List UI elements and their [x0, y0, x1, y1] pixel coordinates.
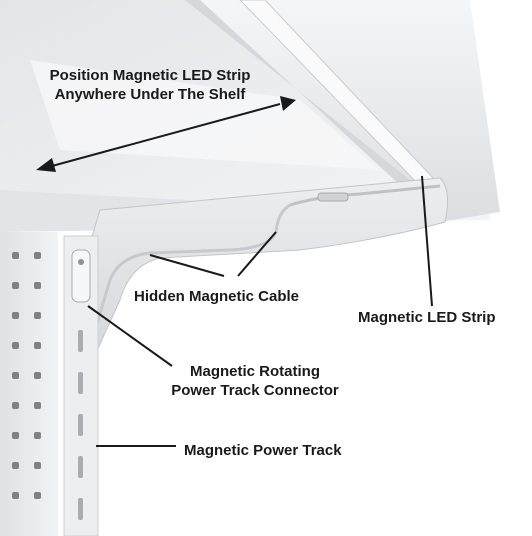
upright-slot: [78, 372, 83, 394]
pegboard-hole: [34, 432, 41, 439]
cable-pointer-left: [149, 254, 225, 277]
cable-connector: [317, 192, 349, 202]
pegboard-hole: [12, 432, 19, 439]
hidden-cable-label: Hidden Magnetic Cable: [134, 288, 300, 305]
pegboard-panel: [0, 232, 58, 536]
pegboard-holes: [12, 252, 41, 499]
pegboard-hole: [12, 462, 19, 469]
rotating-connector-label: Magnetic Rotating Power Track Connector: [171, 363, 339, 399]
upright-slot: [78, 498, 83, 520]
annotation-lines: [51, 103, 433, 447]
pegboard-hole: [34, 342, 41, 349]
pegboard-hole: [34, 492, 41, 499]
cable-pointer-right: [237, 231, 277, 277]
pegboard-hole: [12, 342, 19, 349]
pegboard-hole: [12, 312, 19, 319]
power-track-label: Magnetic Power Track: [184, 442, 342, 459]
rotating-connector: [71, 249, 91, 303]
position-strip-label: Position Magnetic LED Strip Anywhere Und…: [49, 67, 251, 103]
upright-slot: [78, 330, 83, 352]
pegboard-hole: [12, 402, 19, 409]
upright-slot: [78, 414, 83, 436]
pegboard-hole: [12, 252, 19, 259]
pegboard-hole: [34, 312, 41, 319]
pegboard-hole: [34, 372, 41, 379]
shelf-bracket: [87, 177, 449, 356]
shelf-highlight: [30, 60, 380, 170]
pegboard-hole: [12, 492, 19, 499]
upright-slots: [78, 330, 83, 520]
pegboard-hole: [12, 282, 19, 289]
arrowhead-right: [280, 96, 296, 111]
connector-pivot: [78, 259, 84, 265]
cable-run: [93, 203, 291, 331]
pegboard-hole: [34, 252, 41, 259]
position-arrow-line: [51, 103, 281, 167]
connector-pointer: [87, 305, 173, 367]
arrowhead-left: [36, 158, 56, 172]
led-strip-pointer: [421, 175, 433, 307]
pegboard-hole: [34, 462, 41, 469]
upright-slot: [78, 456, 83, 478]
led-strip-label: Magnetic LED Strip: [358, 309, 496, 326]
pegboard-hole: [12, 372, 19, 379]
pegboard-hole: [34, 402, 41, 409]
pegboard-hole: [34, 282, 41, 289]
